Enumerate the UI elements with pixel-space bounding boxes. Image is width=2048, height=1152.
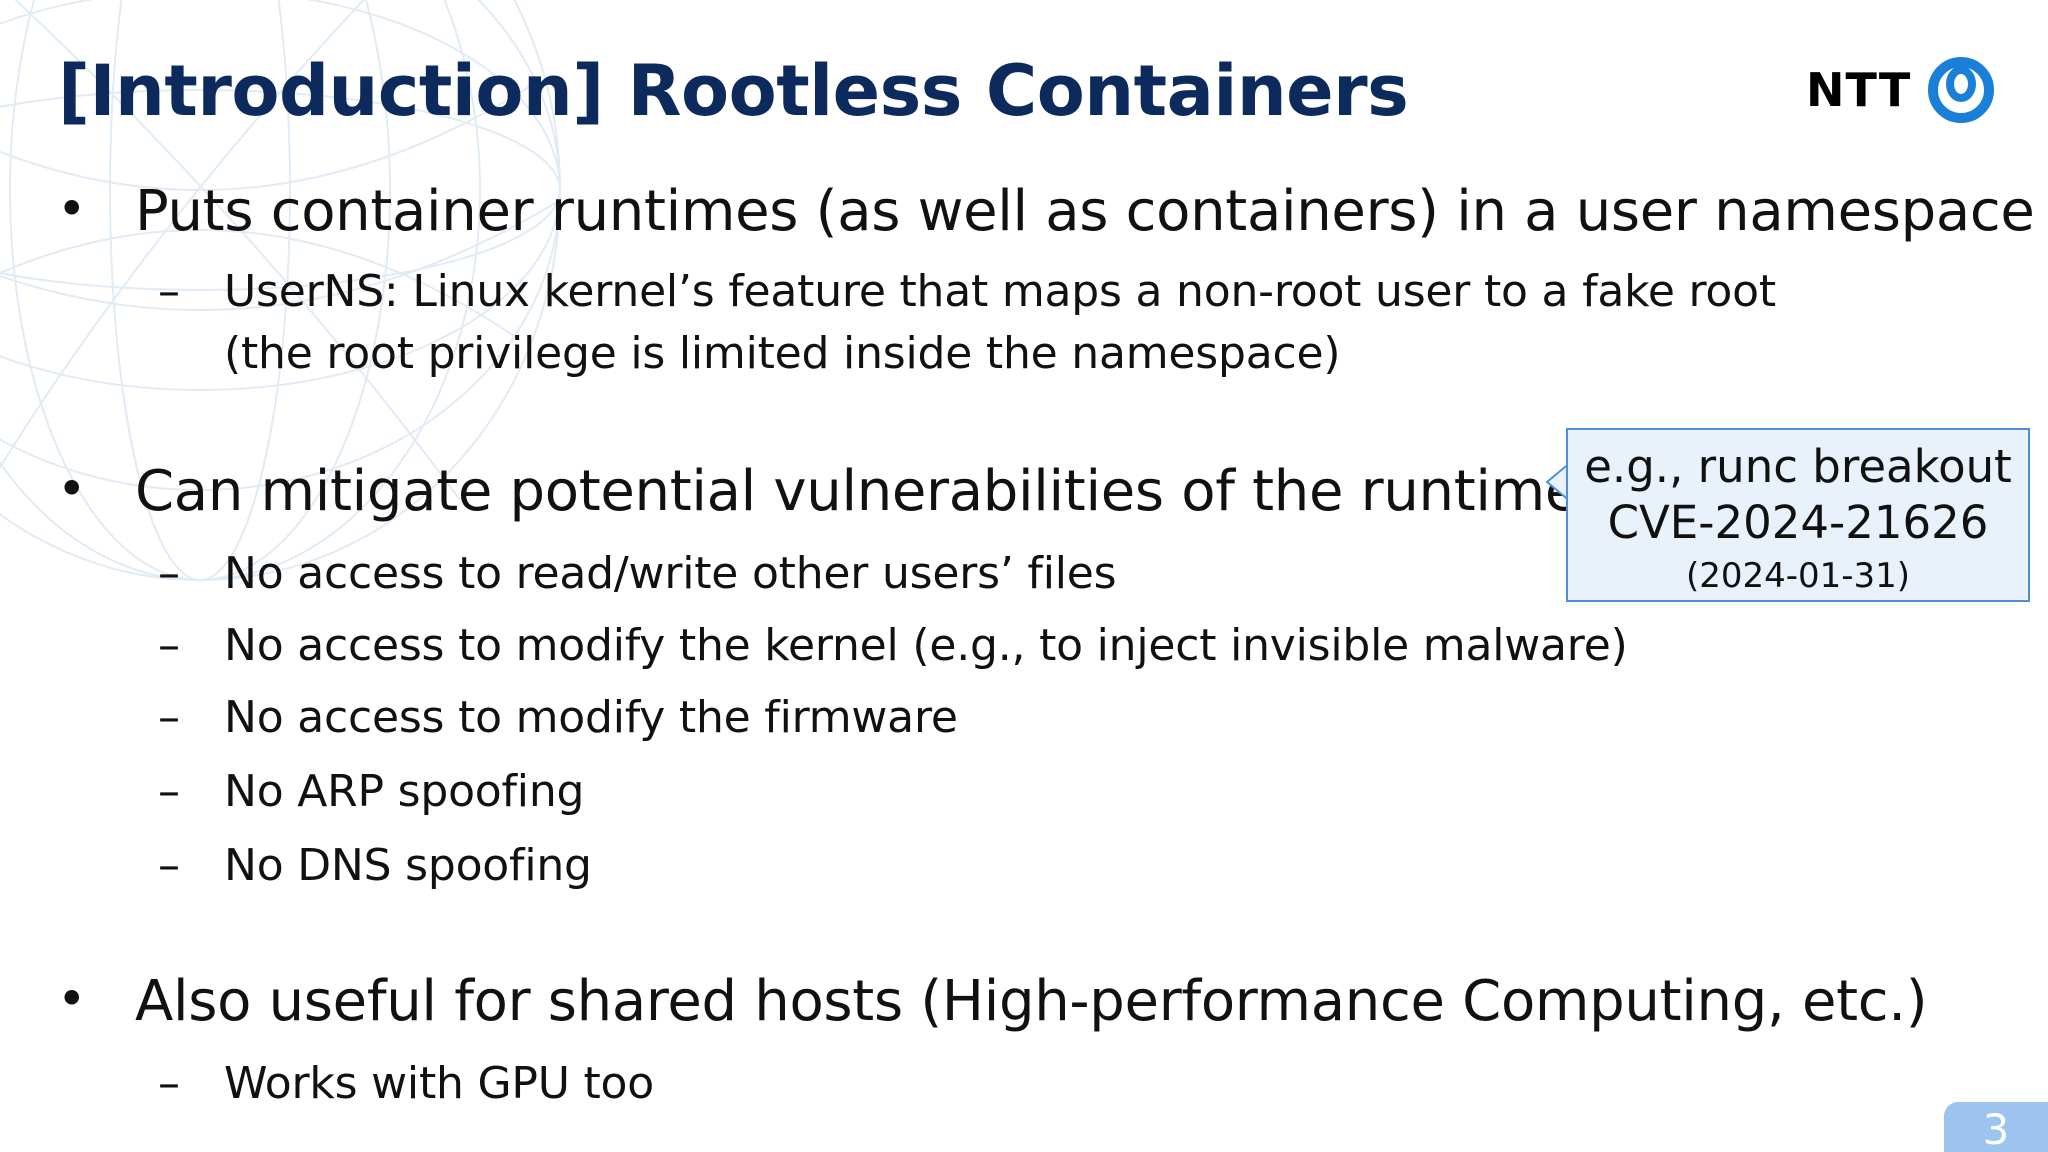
subitem-text: No ARP spoofing xyxy=(224,766,585,817)
subitem-marker: – xyxy=(158,1058,180,1109)
ntt-ring-logo-icon xyxy=(1928,57,1995,123)
bullet-marker: • xyxy=(57,970,87,1028)
bullet-text: Puts container runtimes (as well as cont… xyxy=(135,179,2035,244)
subitem-text: UserNS: Linux kernel’s feature that maps… xyxy=(224,266,1776,317)
callout-line-3: (2024-01-31) xyxy=(1685,556,1911,596)
wireframe-globe-icon xyxy=(0,0,561,581)
subitem-marker: – xyxy=(158,620,180,671)
logo-text: NTT xyxy=(1806,63,1912,117)
subitem-text: No access to read/write other users’ fil… xyxy=(224,548,1117,599)
subitem-marker: – xyxy=(158,840,180,891)
subitem-text: No DNS spoofing xyxy=(224,840,592,891)
bullet-marker: • xyxy=(57,180,87,238)
subitem-marker: – xyxy=(158,766,180,817)
page-number: 3 xyxy=(1944,1102,2048,1152)
bullet-marker: • xyxy=(57,460,87,518)
subitem-text: (the root privilege is limited inside th… xyxy=(224,328,1341,379)
bullet-text: Can mitigate potential vulnerabilities o… xyxy=(135,459,1608,524)
ntt-logo: NTT xyxy=(1806,50,1997,130)
subitem-text: No access to modify the firmware xyxy=(224,692,958,743)
callout-box: e.g., runc breakout CVE-2024-21626 (2024… xyxy=(1566,428,2030,602)
page-title: [Introduction] Rootless Containers xyxy=(58,50,1409,132)
callout-line-2: CVE-2024-21626 xyxy=(1607,496,1989,549)
subitem-text: Works with GPU too xyxy=(224,1058,654,1109)
callout-line-1: e.g., runc breakout xyxy=(1584,440,2012,493)
bullet-text: Also useful for shared hosts (High-perfo… xyxy=(135,969,1928,1034)
subitem-marker: – xyxy=(158,692,180,743)
subitem-marker: – xyxy=(158,266,180,317)
subitem-marker: – xyxy=(158,548,180,599)
subitem-text: No access to modify the kernel (e.g., to… xyxy=(224,620,1628,671)
